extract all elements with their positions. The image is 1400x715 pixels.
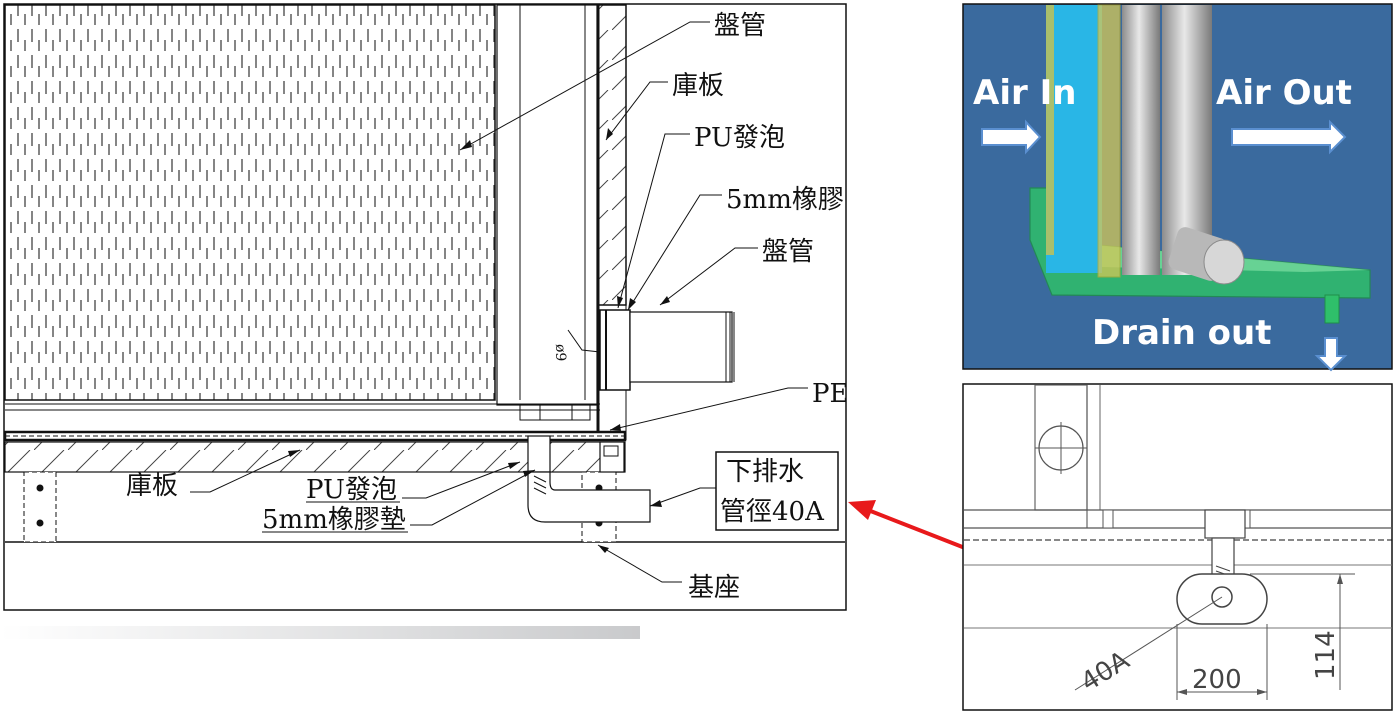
dim-label-200: 200 [1192,665,1242,695]
pointer-arrow [848,500,966,550]
floor-panel [4,441,626,473]
air-in-arrow [981,119,1042,155]
label-base: 基座 [688,573,740,603]
label-drain-out: Drain out [1092,313,1271,353]
coil-outlet-pipe [629,311,733,383]
label-rubber-top: 5mm橡膠 [726,185,844,215]
detail-drawing: 40A 200 114 [962,383,1393,711]
label-coil: 盤管 [714,11,766,41]
label-pu-foam-bottom: PU發泡 [306,475,397,505]
dim-label-114: 114 [1311,630,1341,680]
label-air-out: Air Out [1216,73,1352,113]
drain-out-arrow [1314,337,1348,372]
drain-outlet [1324,294,1340,324]
label-pe: PE [812,379,848,409]
coil-pipe-1 [1122,5,1160,275]
drain-riser [527,435,551,473]
label-rubber-bottom: 5mm橡膠墊 [262,505,406,535]
cad-section-drawing: 盤管 庫板 PU發泡 5mm橡膠 盤管 PE 庫板 PU發泡 5mm橡膠墊 下排… [3,3,848,611]
coil-fin [1046,5,1102,273]
label-coil-side: 盤管 [762,237,814,267]
wall-panel [597,4,627,306]
coil-connection-flange [599,309,631,391]
air-out-arrow [1231,119,1347,155]
coil-body [4,4,496,401]
label-panel-top: 庫板 [672,71,724,101]
base-bracket-left [23,471,57,543]
label-drain-line1: 下排水 [726,457,804,487]
label-panel-bottom: 庫板 [126,471,178,501]
label-air-in: Air In [973,73,1076,113]
drain-elbow-pipe [527,471,651,523]
footer-gradient-bar [0,626,640,639]
render-panel: Air In Air Out Drain out [962,3,1393,372]
detail-drain-socket [1204,509,1246,539]
label-drain-line2: 管徑40A [720,497,825,527]
drain-label-box [715,451,839,531]
label-pu-foam-top: PU發泡 [694,123,785,153]
label-diameter: ø9 [552,344,568,361]
